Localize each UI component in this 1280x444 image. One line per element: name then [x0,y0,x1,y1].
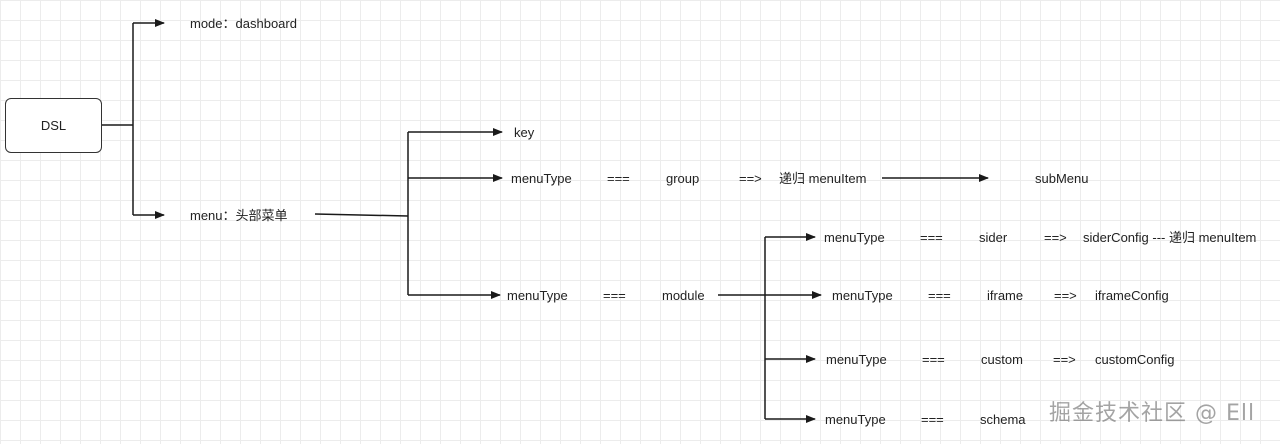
custom-row-arrow: ==> [1053,352,1076,367]
group-row-arrow: ==> [739,171,762,186]
key-label: key [514,125,535,140]
module-row-eq: === [603,288,626,303]
edge-menu-stem [314,213,409,217]
schema-row-eq: === [921,412,944,427]
group-row-value: group [666,171,700,186]
sider-row-result: siderConfig --- 递归 menuItem [1083,230,1257,245]
iframe-row-arrow: ==> [1054,288,1077,303]
schema-row-type: menuType [825,412,886,427]
module-row-type: menuType [507,288,568,303]
custom-row-eq: === [922,352,945,367]
watermark: 掘金技术社区 @ Ell [1049,401,1256,426]
custom-row-value: custom [981,352,1023,367]
sider-row-value: sider [979,230,1008,245]
iframe-row-value: iframe [987,288,1024,303]
dsl-node: DSL [5,98,102,153]
iframe-row-result: iframeConfig [1095,288,1169,303]
group-row-type: menuType [511,171,572,186]
custom-row-result: customConfig [1095,352,1175,367]
sider-row-eq: === [920,230,943,245]
sider-row-arrow: ==> [1044,230,1067,245]
mode-label: mode：dashboard [190,16,297,31]
iframe-row-type: menuType [832,288,893,303]
custom-row-type: menuType [826,352,887,367]
iframe-row-eq: === [928,288,951,303]
schema-row-value: schema [980,412,1026,427]
module-row-value: module [662,288,705,303]
sider-row-type: menuType [824,230,885,245]
group-row-eq: === [607,171,630,186]
submenu-label: subMenu [1035,171,1089,186]
menu-label: menu：头部菜单 [190,208,288,223]
dsl-node-label: DSL [40,118,67,133]
group-row-result: 递归 menuItem [779,171,867,186]
